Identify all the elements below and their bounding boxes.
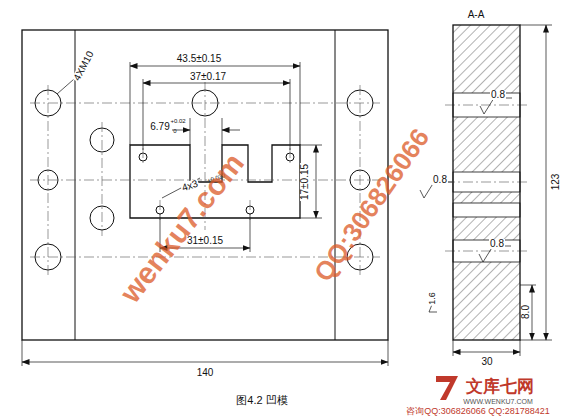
dimension: 30 [480, 357, 493, 367]
dimension: 17±0.15 [300, 163, 310, 201]
roughness: 0.8 [432, 175, 448, 185]
roughness: 0.8 [489, 239, 505, 249]
dimension: 8.0 [521, 304, 531, 320]
dimension: 43.5±0.15 [176, 54, 222, 64]
watermark: wenku7.com [115, 148, 249, 308]
figure-caption: 图4.2 凹模 [236, 395, 287, 406]
roughness: 1.6 [427, 291, 436, 306]
logo-url: WWW.WENKU7.COM [463, 398, 533, 405]
tolerance: 0 [173, 128, 176, 134]
section-label: A-A [467, 10, 486, 20]
roughness: 0.8 [490, 90, 506, 100]
dimension: 140 [196, 368, 215, 378]
dimension: 37±0.17 [189, 72, 227, 82]
dimension: 6.79 [149, 122, 170, 132]
tolerance: +0.02 [170, 118, 185, 124]
contact-note: 咨询QQ:306826066 QQ:281788421 [406, 407, 550, 416]
dimension: 123 [551, 173, 561, 192]
logo-text: 文库七网 [466, 378, 534, 395]
